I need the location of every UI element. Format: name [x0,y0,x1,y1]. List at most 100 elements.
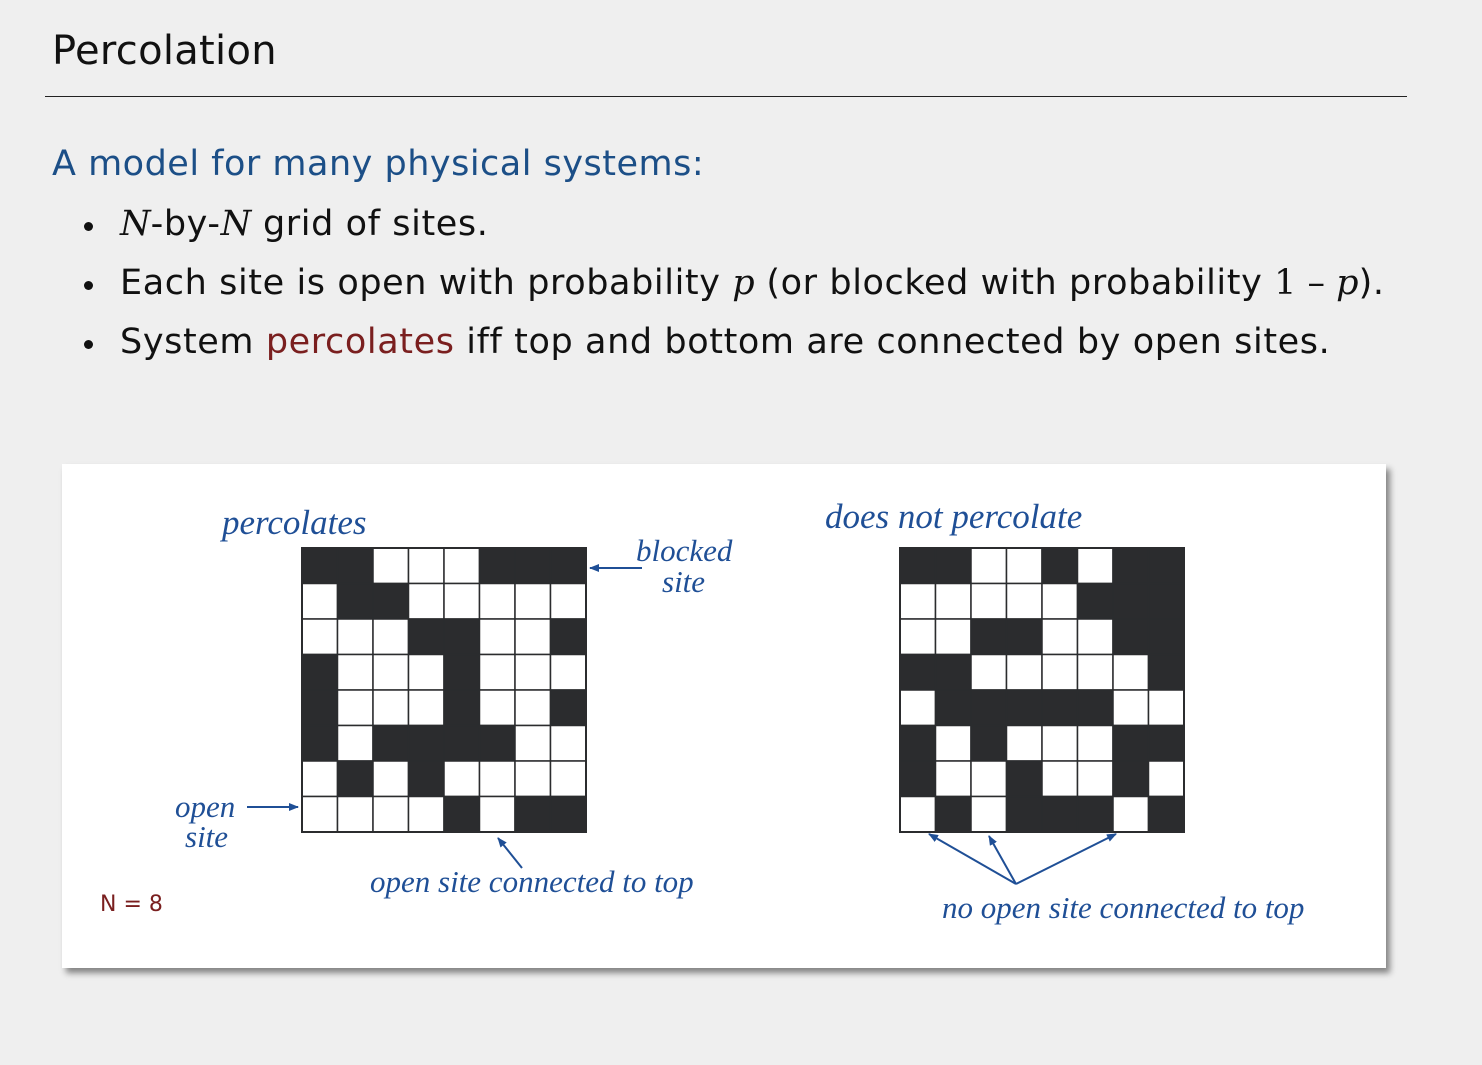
blocked-site-cell [899,760,937,798]
open-site-cell [549,760,587,798]
slide-title: Percolation [52,28,277,74]
blocked-site-cell [899,653,937,691]
open-site-cell [372,689,410,727]
math-p: p [732,263,755,303]
grid-size-label: N = 8 [100,892,163,917]
open-site-cell [1005,582,1043,620]
blocked-site-cell [1005,760,1043,798]
blocked-site-cell [1076,582,1114,620]
open-site-cell [478,618,516,656]
open-site-cell [1005,547,1043,585]
blocked-site-cell [549,618,587,656]
bullet-list: N-by-N grid of sites. Each site is open … [82,202,1385,379]
open-site-cell [1147,689,1185,727]
open-site-cell [301,795,339,833]
open-site-cell [1041,582,1079,620]
open-site-cell [1076,618,1114,656]
bullet-dot [84,340,93,349]
bullet-text: ). [1358,263,1385,303]
figure-panel: percolates blocked site open site open s… [62,464,1386,968]
blocked-site-cell [1005,618,1043,656]
open-site-cell [1041,653,1079,691]
blocked-site-cell [1147,618,1185,656]
blocked-site-cell [478,724,516,762]
blocked-site-cell [1076,795,1114,833]
open-site-cell [1147,760,1185,798]
open-site-cell [443,760,481,798]
open-site-cell [407,547,445,585]
blocked-site-cell [514,795,552,833]
open-site-cell [514,582,552,620]
open-site-cell [336,689,374,727]
blocked-site-cell [372,582,410,620]
open-site-label: site [185,819,228,854]
blocked-site-label: blocked [636,533,733,568]
open-site-cell [407,653,445,691]
open-site-cell [514,689,552,727]
no-connection-arrow [988,835,1017,885]
percolation-figure: percolates blocked site open site open s… [100,497,1304,925]
open-site-cell [970,760,1008,798]
open-site-cell [514,618,552,656]
open-site-cell [1076,760,1114,798]
blocked-site-cell [407,760,445,798]
blocked-site-cell [301,547,339,585]
blocked-site-cell [899,547,937,585]
blocked-site-cell [1076,689,1114,727]
open-site-cell [1112,653,1150,691]
blocked-site-cell [1041,689,1079,727]
blocked-site-cell [1147,653,1185,691]
blocked-site-cell [301,689,339,727]
blocked-site-cell [372,724,410,762]
open-site-cell [970,795,1008,833]
blocked-site-cell [899,724,937,762]
blocked-site-cell [301,653,339,691]
blocked-site-cell [478,547,516,585]
open-site-cell [407,582,445,620]
open-site-cell [1005,724,1043,762]
does-not-percolate-label: does not percolate [825,497,1082,536]
blocked-site-cell [1112,582,1150,620]
blocked-site-cell [1041,547,1079,585]
open-site-cell [899,582,937,620]
open-site-cell [443,582,481,620]
blocked-site-cell [443,689,481,727]
open-site-cell [970,547,1008,585]
open-site-cell [1076,724,1114,762]
open-site-cell [1076,653,1114,691]
open-site-cell [1041,618,1079,656]
blocked-site-cell [1005,689,1043,727]
blocked-site-cell [970,689,1008,727]
blocked-site-cell [514,547,552,585]
no-connection-arrow [928,833,1017,885]
blocked-site-cell [407,618,445,656]
open-site-cell [478,653,516,691]
non-percolating-grid [899,547,1185,833]
math-p: p [1336,263,1359,303]
blocked-site-cell [934,795,972,833]
blocked-site-cell [1112,760,1150,798]
blocked-site-cell [934,547,972,585]
highlight-term: percolates [265,322,455,362]
open-site-cell [372,653,410,691]
open-site-cell [549,653,587,691]
bullet-text: iff top and bottom are connected by open… [454,322,1331,362]
blocked-site-cell [443,795,481,833]
blocked-site-cell [443,653,481,691]
open-site-cell [336,724,374,762]
blocked-site-cell [1147,795,1185,833]
open-site-cell [1112,795,1150,833]
open-site-cell [899,795,937,833]
blocked-site-cell [1005,795,1043,833]
blocked-site-cell [336,760,374,798]
blocked-site-cell [1147,582,1185,620]
open-site-cell [1005,653,1043,691]
title-divider [45,96,1407,97]
blocked-site-cell [407,724,445,762]
connected-to-top-arrow [497,837,523,869]
blocked-site-cell [1112,547,1150,585]
open-site-cell [336,795,374,833]
blocked-site-cell [970,724,1008,762]
open-site-cell [549,724,587,762]
blocked-site-cell [1112,618,1150,656]
